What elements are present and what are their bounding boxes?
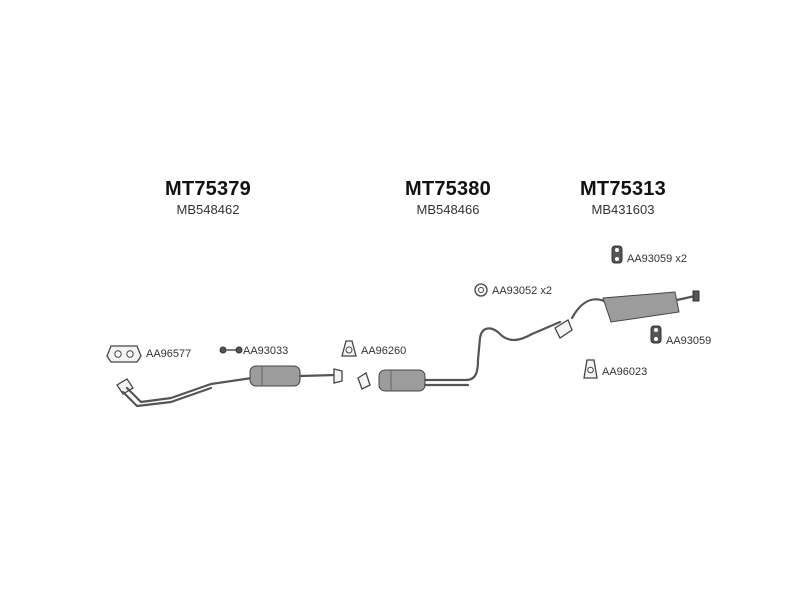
component-label: AA93059 x2 xyxy=(627,253,687,265)
section-rear-silencer: MT75313 MB431603 xyxy=(543,178,703,217)
part-number: MT75380 xyxy=(405,178,491,200)
section-front-pipe: MT75379 MB548462 xyxy=(128,178,288,217)
component-label: AA96260 xyxy=(361,345,407,357)
component-label: AA93059 xyxy=(666,335,712,347)
gasket-icon xyxy=(106,345,142,363)
oem-number: MB548466 xyxy=(416,202,480,217)
oem-number: MB431603 xyxy=(591,202,655,217)
oem-number: MB548462 xyxy=(176,202,240,217)
front-pipe-assembly xyxy=(116,365,343,408)
rubber-hanger-icon xyxy=(611,245,623,264)
rubber-hanger-icon xyxy=(650,325,662,344)
part-number: MT75313 xyxy=(580,178,666,200)
part-number: MT75379 xyxy=(165,178,251,200)
component-label: AA93052 x2 xyxy=(492,285,552,297)
gasket-icon xyxy=(341,340,357,357)
centre-pipe-assembly xyxy=(357,319,573,392)
section-centre-pipe: MT75380 MB548466 xyxy=(368,178,528,217)
component-label: AA93033 xyxy=(243,345,289,357)
rear-silencer-assembly xyxy=(570,290,700,323)
component-label: AA96023 xyxy=(602,366,648,378)
rubber-ring-icon xyxy=(474,283,488,297)
bolt-chain-icon xyxy=(219,346,243,354)
component-label: AA96577 xyxy=(146,348,192,360)
gasket-icon xyxy=(583,359,598,379)
